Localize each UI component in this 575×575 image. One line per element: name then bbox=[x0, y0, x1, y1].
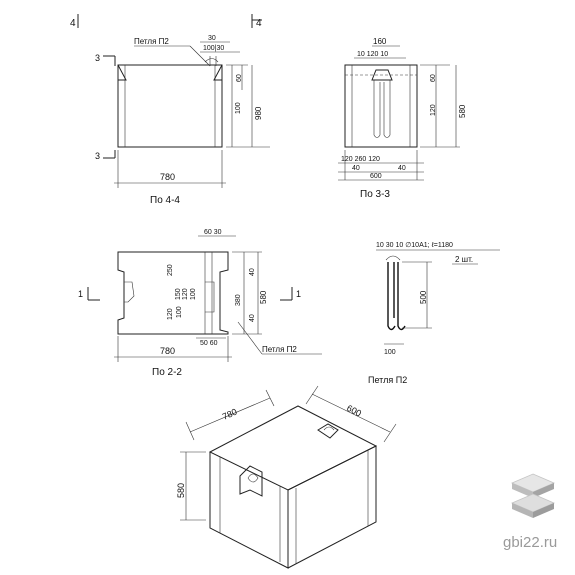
loop-dim-100: 100 bbox=[384, 349, 396, 356]
caption-3-3: По 3-3 bbox=[360, 189, 390, 200]
dim-50-60: 50 60 bbox=[200, 340, 218, 347]
dim-60: 60 bbox=[236, 74, 243, 82]
section-mark-4-left: 4 bbox=[70, 14, 79, 29]
caption-4-4: По 4-4 bbox=[150, 195, 180, 206]
dim-side-120: 120 bbox=[430, 104, 437, 116]
loop-dim-500: 500 bbox=[419, 290, 428, 304]
dim-100-inner: 100 bbox=[235, 102, 242, 114]
loop-label-4-4: Петля П2 bbox=[134, 37, 169, 46]
dim-10-120-10: 10 120 10 bbox=[357, 51, 388, 58]
dim-120b: 120 bbox=[182, 288, 189, 300]
dim-120a: 120 bbox=[167, 308, 174, 320]
dim-40a: 40 bbox=[249, 268, 256, 276]
block-section-2-2-outline bbox=[117, 251, 229, 335]
section-mark-1-right: 1 bbox=[296, 289, 301, 299]
dim-40b: 40 bbox=[249, 314, 256, 322]
iso-dim-600: 600 bbox=[345, 403, 363, 419]
caption-loop-p2: Петля П2 bbox=[368, 375, 407, 385]
dim-980: 980 bbox=[254, 106, 263, 120]
view-2-2: 1 1 60 30 250 150 120 120 100 100 40 40 … bbox=[78, 229, 322, 378]
loop-label-2-2: Петля П2 bbox=[262, 345, 297, 354]
dim-380: 380 bbox=[235, 294, 242, 306]
dim-60-30: 60 30 bbox=[204, 229, 222, 236]
dim-100-30: 100|30 bbox=[203, 45, 224, 52]
dim-side-60: 60 bbox=[430, 74, 437, 82]
loop-p2-detail: 10 30 10 ∅10A1; ℓ=1180 2 шт. 500 100 Пет… bbox=[368, 242, 500, 385]
iso-dim-780: 780 bbox=[221, 407, 239, 422]
dim-580-mid: 580 bbox=[259, 290, 268, 304]
view-3-3: 160 10 120 10 60 120 580 120 260 120 40 … bbox=[338, 37, 467, 200]
iso-dim-580: 580 bbox=[176, 483, 186, 498]
dim-100a: 100 bbox=[190, 288, 197, 300]
dim-600: 600 bbox=[370, 173, 382, 180]
block-isometric-view: 780 600 580 bbox=[176, 385, 397, 569]
dim-160: 160 bbox=[373, 37, 387, 46]
section-mark-3-top: 3 bbox=[95, 53, 100, 63]
dim-side-580: 580 bbox=[458, 104, 467, 118]
iso-groove-top bbox=[317, 423, 339, 439]
iso-groove-front bbox=[239, 465, 263, 497]
section-mark-3-bottom: 3 bbox=[95, 151, 100, 161]
block-plan-outline bbox=[117, 64, 223, 148]
dim-30: 30 bbox=[208, 35, 216, 42]
iso-top-face bbox=[208, 405, 378, 491]
dim-100b: 100 bbox=[176, 306, 183, 318]
section-mark-4-right-label: 4 bbox=[256, 18, 262, 29]
dim-780-mid: 780 bbox=[160, 346, 175, 356]
gbi-logo-icon bbox=[510, 473, 556, 518]
section-mark-1-left: 1 bbox=[78, 289, 83, 299]
caption-2-2: По 2-2 bbox=[152, 367, 182, 378]
loop-spec: 10 30 10 ∅10A1; ℓ=1180 bbox=[376, 242, 453, 249]
dim-40-left: 40 bbox=[352, 165, 360, 172]
section-mark-4-right: 4 bbox=[251, 14, 262, 29]
watermark-site-text: gbi22.ru bbox=[503, 534, 558, 551]
dim-40-right: 40 bbox=[398, 165, 406, 172]
loop-qty: 2 шт. bbox=[455, 255, 473, 264]
dim-150: 150 bbox=[175, 288, 182, 300]
dim-120-260-120: 120 260 120 bbox=[341, 156, 380, 163]
view-4-4: 3 3 Петля П2 30 100|30 60 100 980 780 П bbox=[95, 35, 270, 206]
block-section-outline bbox=[344, 64, 418, 148]
dim-780-top: 780 bbox=[160, 172, 175, 182]
dim-250: 250 bbox=[167, 264, 174, 276]
section-mark-4-left-label: 4 bbox=[70, 18, 76, 29]
